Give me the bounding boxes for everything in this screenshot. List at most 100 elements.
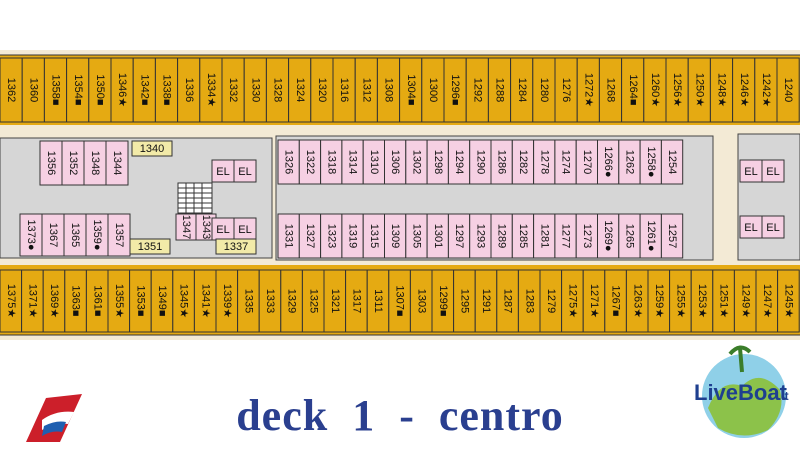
top-outer-cabin[interactable]: 1346★ — [110, 57, 134, 123]
bottom-outer-cabin[interactable]: 1355★ — [107, 269, 131, 333]
bottom-outer-cabin[interactable]: 1307■ — [388, 269, 411, 333]
inner-left-lower-cabin[interactable]: 1365 — [63, 213, 87, 257]
inner-center-lower-cabin[interactable]: 1273 — [575, 213, 599, 259]
bottom-outer-cabin[interactable]: 1271★ — [582, 269, 606, 333]
top-outer-cabin[interactable]: 1312 — [354, 57, 378, 123]
bottom-outer-cabin[interactable]: 1371★ — [21, 269, 44, 333]
bottom-outer-cabin[interactable]: 1303 — [409, 269, 433, 333]
bottom-outer-cabin[interactable]: 1253★ — [690, 269, 714, 333]
inner-center-upper-cabin[interactable]: 1286 — [490, 139, 513, 185]
top-outer-cabin[interactable]: 1246★ — [732, 57, 756, 123]
top-outer-cabin[interactable]: 1300 — [421, 57, 445, 123]
bottom-outer-cabin[interactable]: 1299■ — [431, 269, 455, 333]
top-outer-cabin[interactable]: 1250★ — [687, 57, 711, 123]
bottom-outer-cabin[interactable]: 1369★ — [42, 269, 66, 333]
inner-center-lower-cabin[interactable]: 1277 — [554, 213, 577, 259]
inner-center-upper-cabin[interactable]: 1306 — [384, 139, 407, 185]
bottom-outer-cabin[interactable]: 1311 — [366, 269, 390, 333]
top-outer-cabin[interactable]: 1324 — [288, 57, 312, 123]
top-outer-cabin[interactable]: 1316 — [332, 57, 356, 123]
top-outer-cabin[interactable]: 1280 — [532, 57, 556, 123]
inner-center-lower-cabin[interactable]: 1301 — [426, 213, 449, 259]
top-outer-cabin[interactable]: 1260★ — [643, 57, 667, 123]
bottom-outer-cabin[interactable]: 1349■ — [150, 269, 174, 333]
top-outer-cabin[interactable]: 1256★ — [665, 57, 689, 123]
bottom-outer-cabin[interactable]: 1267■ — [604, 269, 627, 333]
top-outer-cabin[interactable]: 1248★ — [709, 57, 734, 123]
bottom-outer-cabin[interactable]: 1345★ — [172, 269, 195, 333]
bottom-outer-cabin[interactable]: 1259★ — [647, 269, 671, 333]
bottom-outer-cabin[interactable]: 1251★ — [712, 269, 735, 333]
inner-left-upper-cabin[interactable]: 1348 — [83, 140, 107, 186]
bottom-outer-cabin[interactable]: 1245★ — [777, 269, 800, 333]
inner-center-lower-cabin[interactable]: 1331 — [277, 213, 300, 259]
inner-left-stair-cabin[interactable]: 1343 — [195, 213, 217, 241]
inner-center-lower-cabin[interactable]: 1289 — [490, 213, 513, 259]
top-outer-cabin[interactable]: 1320 — [310, 57, 334, 123]
top-outer-cabin[interactable]: 1292 — [465, 57, 489, 123]
inner-center-upper-cabin[interactable]: 1254 — [660, 139, 684, 185]
top-outer-cabin[interactable]: 1360 — [21, 57, 45, 123]
inner-center-upper-cabin[interactable]: 1274 — [554, 139, 577, 185]
bottom-outer-cabin[interactable]: 1275★ — [561, 269, 584, 333]
top-outer-cabin[interactable]: 1242★ — [754, 57, 778, 123]
top-outer-cabin[interactable]: 1354■ — [66, 57, 90, 123]
top-outer-cabin[interactable]: 1264■ — [621, 57, 645, 123]
bottom-outer-cabin[interactable]: 1263★ — [625, 269, 649, 333]
top-outer-cabin[interactable]: 1334★ — [199, 57, 223, 123]
inner-center-upper-cabin[interactable]: 1258● — [639, 139, 662, 185]
inner-center-upper-cabin[interactable]: 1302 — [405, 139, 428, 185]
top-outer-cabin[interactable]: 1304■ — [399, 57, 423, 123]
top-outer-cabin[interactable]: 1330 — [243, 57, 267, 123]
inner-center-upper-cabin[interactable]: 1326 — [277, 139, 300, 185]
inner-center-upper-cabin[interactable]: 1298 — [426, 139, 449, 185]
inner-center-lower-cabin[interactable]: 1319 — [341, 213, 364, 259]
top-outer-cabin[interactable]: 1288 — [487, 57, 512, 123]
top-outer-cabin[interactable]: 1272★ — [576, 57, 600, 123]
inner-left-lower-cabin[interactable]: 1359● — [85, 213, 109, 257]
inner-center-lower-cabin[interactable]: 1309 — [384, 213, 407, 259]
inner-left-lower-cabin[interactable]: 1373● — [19, 213, 43, 257]
bottom-outer-cabin[interactable]: 1287 — [496, 269, 519, 333]
bottom-outer-cabin[interactable]: 1329 — [280, 269, 303, 333]
inner-center-lower-cabin[interactable]: 1281 — [533, 213, 556, 259]
inner-center-lower-cabin[interactable]: 1269● — [597, 213, 620, 259]
bottom-outer-cabin[interactable]: 1295 — [453, 269, 476, 333]
top-outer-cabin[interactable]: 1338■ — [154, 57, 179, 123]
bottom-outer-cabin[interactable]: 1353■ — [129, 269, 152, 333]
inner-center-upper-cabin[interactable]: 1290 — [469, 139, 492, 185]
top-outer-cabin[interactable]: 1268 — [598, 57, 623, 123]
inner-center-lower-cabin[interactable]: 1323 — [320, 213, 343, 259]
top-outer-cabin[interactable]: 1276 — [554, 57, 578, 123]
inner-left-stair-cabin[interactable]: 1347 — [175, 213, 197, 241]
bottom-outer-cabin[interactable]: 1335 — [237, 269, 260, 333]
bottom-outer-cabin[interactable]: 1333 — [258, 269, 282, 333]
inner-center-upper-cabin[interactable]: 1294 — [447, 139, 471, 185]
inner-left-lower-cabin[interactable]: 1367 — [41, 213, 65, 257]
inner-left-upper-cabin[interactable]: 1352 — [61, 140, 85, 186]
inner-center-upper-cabin[interactable]: 1310 — [362, 139, 386, 185]
bottom-outer-cabin[interactable]: 1279 — [539, 269, 563, 333]
inner-center-upper-cabin[interactable]: 1314 — [341, 139, 364, 185]
top-outer-cabin[interactable]: 1350■ — [88, 57, 112, 123]
bottom-outer-cabin[interactable]: 1317 — [345, 269, 368, 333]
inner-center-lower-cabin[interactable]: 1265 — [618, 213, 641, 259]
bottom-outer-cabin[interactable]: 1341★ — [193, 269, 217, 333]
inner-center-lower-cabin[interactable]: 1261● — [639, 213, 662, 259]
bottom-outer-cabin[interactable]: 1325 — [301, 269, 325, 333]
inner-left-lower-cabin[interactable]: 1357 — [107, 213, 131, 257]
bottom-outer-cabin[interactable]: 1255★ — [669, 269, 692, 333]
inner-center-upper-cabin[interactable]: 1262 — [618, 139, 641, 185]
bottom-outer-cabin[interactable]: 1339★ — [215, 269, 239, 333]
bottom-outer-cabin[interactable]: 1249★ — [733, 269, 757, 333]
top-outer-cabin[interactable]: 1296■ — [443, 57, 467, 123]
inner-left-upper-cabin[interactable]: 1356 — [39, 140, 63, 186]
bottom-outer-cabin[interactable]: 1291 — [474, 269, 498, 333]
inner-center-upper-cabin[interactable]: 1270 — [575, 139, 599, 185]
bottom-outer-cabin[interactable]: 1375★ — [0, 269, 23, 333]
top-outer-cabin[interactable]: 1328 — [265, 57, 290, 123]
inner-center-lower-cabin[interactable]: 1305 — [405, 213, 428, 259]
top-outer-cabin[interactable]: 1336 — [177, 57, 201, 123]
bottom-outer-cabin[interactable]: 1363■ — [64, 269, 87, 333]
inner-center-lower-cabin[interactable]: 1293 — [469, 213, 492, 259]
